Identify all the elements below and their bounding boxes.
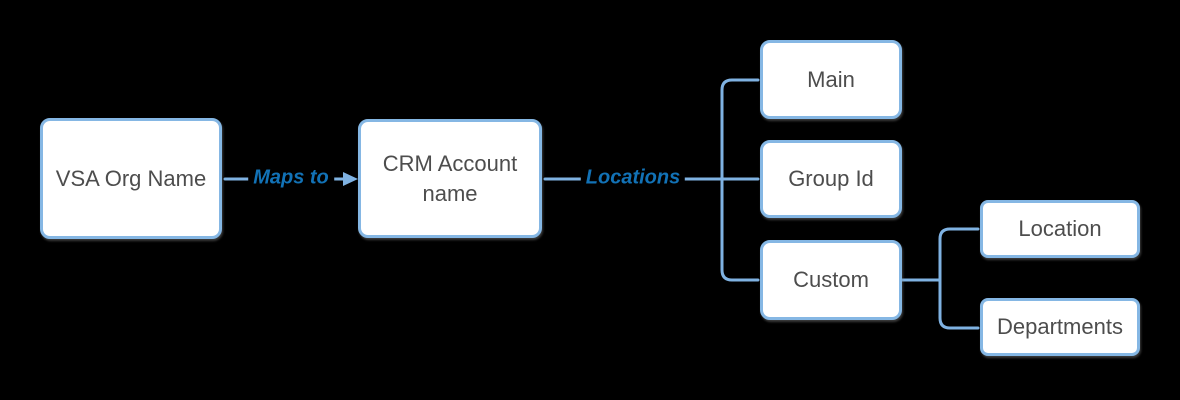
node-departments: Departments (980, 298, 1140, 356)
node-custom: Custom (760, 240, 902, 320)
node-crm-account-name-label: CRM Account name (382, 150, 518, 206)
edge-label-maps-to: Maps to (248, 166, 334, 190)
node-group-id-label: Group Id (788, 166, 874, 192)
edge-branch-main-custom (720, 78, 760, 282)
arrowhead-icon (343, 172, 358, 186)
node-group-id: Group Id (760, 140, 902, 218)
node-custom-label: Custom (793, 267, 869, 293)
edge-branch-location-departments (938, 227, 980, 330)
node-location: Location (980, 200, 1140, 258)
node-main: Main (760, 40, 902, 119)
node-crm-account-name: CRM Account name (358, 119, 542, 238)
node-main-label: Main (807, 66, 855, 92)
node-vsa-org-name-label: VSA Org Name (55, 165, 207, 191)
edge-label-locations: Locations (580, 166, 686, 190)
node-location-label: Location (1018, 216, 1102, 242)
node-departments-label: Departments (997, 314, 1123, 340)
node-vsa-org-name: VSA Org Name (40, 118, 222, 239)
